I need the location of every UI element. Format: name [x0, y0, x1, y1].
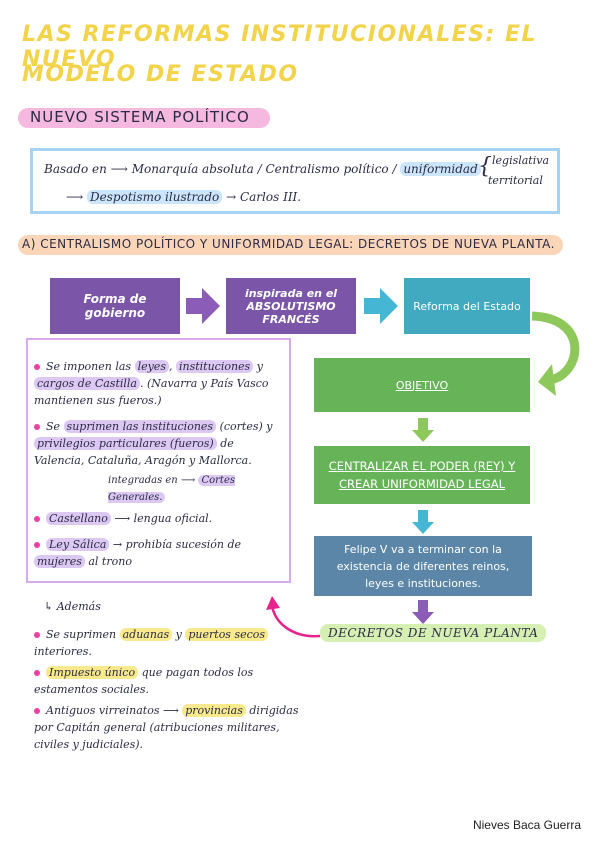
monarquia-text: Monarquía absoluta	[131, 162, 254, 176]
e3-virreinatos: Antiguos virreinatos	[46, 704, 160, 717]
flow-box-inspirada: inspirada en el ABSOLUTISMO FRANCÉS	[226, 278, 356, 334]
flow-box-forma: Forma de gobierno	[50, 278, 180, 334]
flow-box-reforma: Reforma del Estado	[404, 278, 530, 334]
author-name: Nieves Baca Guerra	[472, 818, 581, 832]
panel-bullet-4: Ley Sálica → prohibía sucesión de mujere…	[34, 536, 286, 570]
ademas-text: Además	[56, 600, 101, 613]
panel-integradas: integradas en ⟶ Cortes Generales.	[108, 472, 288, 506]
carlos-text: Carlos III.	[239, 190, 302, 204]
arrow-down-purple-icon	[412, 600, 434, 624]
arrow-down-green-icon	[412, 418, 434, 442]
page-title-line2: modelo de estado	[22, 62, 299, 87]
e1-interiores: interiores.	[34, 645, 92, 658]
e3-capitan: dirigidas por Capitán general (atribucio…	[34, 704, 299, 751]
centralizar-box: CENTRALIZAR EL PODER (REY) Y CREAR UNIFO…	[314, 446, 530, 504]
brace-icon: {	[478, 154, 492, 179]
inspirada-line2: ABSOLUTISMO FRANCÉS	[246, 299, 336, 326]
ademas-label: ↳ Además	[44, 598, 101, 615]
e1-puertos: puertos secos	[185, 628, 269, 641]
arrow-right-icon: ⟶	[162, 704, 179, 717]
decretos-text: Decretos de Nueva Planta	[320, 624, 547, 642]
despotismo-text: Despotismo ilustrado	[87, 190, 223, 204]
section-highlight	[18, 108, 270, 128]
callout-arrow-pink-icon	[266, 596, 321, 638]
extra-bullet-1: Se suprimen aduanas y puertos secos inte…	[34, 626, 294, 660]
b2-territorios: de Valencia, Cataluña, Aragón y Mallorca…	[34, 437, 252, 467]
b3-castellano: Castellano	[46, 512, 111, 525]
b4-ley-salica: Ley Sálica	[46, 538, 110, 551]
panel-bullet-2: Se suprimen las instituciones (cortes) y…	[34, 418, 279, 469]
centralismo-text: Centralismo político	[265, 162, 389, 176]
b2-suprimen: suprimen las instituciones	[63, 420, 217, 433]
territorial-text: territorial	[488, 174, 543, 187]
e1-se-suprimen: Se suprimen	[46, 628, 117, 641]
arrow-right-icon: ⟶	[180, 475, 196, 486]
subsection-heading: A) Centralismo político y uniformidad le…	[22, 237, 555, 251]
extra-bullet-2: Impuesto único que pagan todos los estam…	[34, 664, 304, 698]
subsection-highlight	[18, 235, 563, 255]
bullet-icon	[34, 708, 40, 714]
curved-arrow-green-icon	[531, 311, 580, 396]
b1-instituciones: instituciones	[175, 360, 254, 373]
objetivo-box: OBJETIVO	[314, 358, 530, 412]
b1-leyes: leyes	[134, 360, 169, 373]
felipe-box: Felipe V va a terminar con la existencia…	[314, 536, 532, 596]
corner-arrow-icon: ↳	[44, 600, 54, 613]
b1-rest: . (Navarra y País Vasco mantienen sus fu…	[34, 377, 269, 407]
b1-text: Se imponen las	[46, 360, 132, 373]
intro-line1: Basado en ⟶ Monarquía absoluta / Central…	[44, 162, 481, 176]
e2-estamentos: que pagan todos los estamentos sociales.	[34, 666, 254, 696]
b2-integradas: integradas en	[108, 475, 178, 486]
arrow-right-icon: →	[226, 190, 237, 204]
decretos-label: Decretos de Nueva Planta	[320, 624, 547, 642]
arrow-right-teal-icon	[364, 288, 398, 324]
arrow-right-icon: ⟶	[114, 512, 131, 525]
bullet-icon	[34, 670, 40, 676]
uniformidad-text: uniformidad	[400, 162, 481, 176]
bullet-icon	[34, 632, 40, 638]
inspirada-line1: inspirada en el	[244, 286, 338, 300]
e3-provincias: provincias	[182, 704, 246, 717]
b2-cortes: (cortes) y	[219, 420, 273, 433]
e1-y: y	[175, 628, 182, 641]
arrow-right-icon: ⟶	[110, 162, 128, 176]
arrow-right-icon: →	[112, 538, 123, 551]
bullet-icon	[34, 542, 40, 548]
b3-lengua: lengua oficial.	[133, 512, 213, 525]
panel-bullet-3: Castellano ⟶ lengua oficial.	[34, 510, 279, 527]
arrow-right-icon: ⟶	[66, 190, 84, 204]
b4-trono: al trono	[88, 555, 132, 568]
b2-se: Se	[46, 420, 61, 433]
page-title-line1: Las reformas institucionales: el nuevo	[22, 22, 537, 72]
arrow-right-purple-icon	[186, 288, 220, 324]
bullet-icon	[34, 516, 40, 522]
bullet-icon	[34, 424, 40, 430]
e2-impuesto: Impuesto único	[46, 666, 139, 679]
b1-y: y	[256, 360, 263, 373]
bullet-icon	[34, 364, 40, 370]
intro-box	[30, 148, 560, 214]
extra-bullet-3: Antiguos virreinatos ⟶ provincias dirigi…	[34, 702, 304, 753]
panel-bullet-1: Se imponen las leyes, instituciones y ca…	[34, 360, 269, 407]
basado-en-text: Basado en	[44, 162, 107, 176]
e1-aduanas: aduanas	[119, 628, 173, 641]
arrow-down-teal-icon	[412, 510, 434, 534]
b4-mujeres: mujeres	[34, 555, 85, 568]
b4-prohibia: prohibía sucesión de	[125, 538, 242, 551]
intro-line2: ⟶ Despotismo ilustrado → Carlos III.	[66, 190, 301, 204]
b1-cargos: cargos de Castilla	[34, 377, 140, 390]
section-heading: Nuevo sistema político	[30, 108, 250, 126]
b2-privilegios: privilegios particulares (fueros)	[34, 437, 217, 450]
legislativa-text: legislativa	[492, 154, 550, 167]
